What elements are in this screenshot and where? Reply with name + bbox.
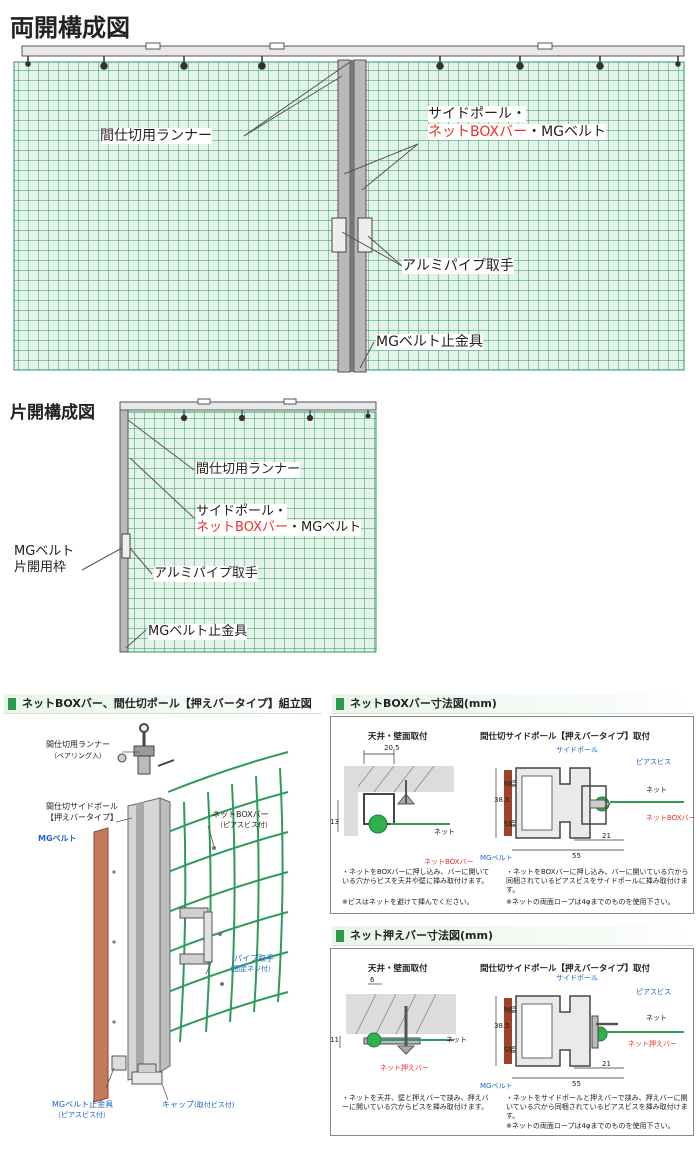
press-right-title: 間仕切サイドポール【押えバータイプ】取付 bbox=[480, 964, 651, 974]
assembly-side-pole-label: 間仕切サイドポール bbox=[46, 802, 118, 811]
netbox-dim-38-5: 38.5 bbox=[494, 796, 510, 804]
netbox-sidepole-label: サイドポール bbox=[556, 746, 598, 754]
netbox-left-title: 天井・壁面取付 bbox=[368, 732, 428, 742]
assembly-runner-sub: （ベアリング入） bbox=[50, 752, 106, 760]
mg-belt-label: ・MGベルト bbox=[527, 124, 607, 140]
assembly-netbox-label: ネットBOXバー bbox=[212, 810, 269, 819]
netbox-note-left-1: ・ネットをBOXバーに押し込み、バーに開いている穴からビスを天井や壁に挿み取付け… bbox=[342, 868, 490, 885]
single-pole-label-1: サイドポール・ bbox=[196, 504, 288, 520]
single-mg-belt-label: ・MGベルト bbox=[288, 520, 362, 535]
netbox-bar-red-label: ネットBOXバー bbox=[428, 124, 528, 140]
single-frame-label-1: MGベルト bbox=[14, 544, 75, 560]
netbox-note-right-1: ・ネットをBOXバーに押し込み、バーに開いている穴から同梱されているピアスビスを… bbox=[506, 868, 689, 894]
netbox-dim-21: 21 bbox=[602, 832, 611, 840]
netbox-right-title: 間仕切サイドポール【押えバータイプ】取付 bbox=[480, 732, 651, 742]
netbox-mgbelt-label: MGベルト bbox=[480, 854, 513, 862]
press-left-title: 天井・壁面取付 bbox=[368, 964, 428, 974]
press-pierce-label: ピアスビス bbox=[636, 988, 671, 996]
netbox-dim-13: 13 bbox=[330, 818, 339, 826]
press-n-width: N幅 bbox=[504, 1006, 517, 1014]
double-pole-label-1: サイドポール・ bbox=[428, 106, 526, 122]
press-mgbelt-label: MGベルト bbox=[480, 1082, 513, 1090]
press-dim-21: 21 bbox=[602, 1060, 611, 1068]
press-dim-6: 6 bbox=[370, 976, 375, 984]
press-note-left-1: ・ネットを天井、壁と押えバーで挟み、押えバーに開いている穴からビスを挿み取付けま… bbox=[342, 1094, 489, 1111]
assembly-illustration bbox=[93, 723, 289, 1103]
double-handle-label: アルミパイプ取手 bbox=[402, 258, 514, 274]
double-pole-label-2: ネットBOXバー・MGベルト bbox=[428, 124, 607, 140]
single-handle-label: アルミパイプ取手 bbox=[154, 566, 258, 582]
press-right-bar-label: ネット押えバー bbox=[628, 1040, 677, 1048]
netbox-dim-20-5: 20.5 bbox=[384, 744, 400, 752]
single-frame-leader bbox=[82, 547, 123, 571]
netbox-dim-heading-mark bbox=[336, 698, 344, 710]
netbox-dim-heading: ネットBOXバー寸法図(mm) bbox=[332, 694, 694, 714]
netbox-right-bar-label: ネットBOXバー bbox=[646, 814, 696, 822]
press-right-net-label: ネット bbox=[646, 1014, 667, 1022]
netbox-note-left-2: ※ビスはネットを避けて挿んでください。 bbox=[342, 898, 474, 906]
assembly-stopper-label: MGベルト止金具 bbox=[52, 1100, 114, 1109]
press-sidepole-label: サイドポール bbox=[556, 974, 598, 982]
netbox-bar-label: ネットBOXバー bbox=[424, 858, 474, 866]
assembly-side-pole-sub: 【押えバータイプ】 bbox=[46, 813, 118, 822]
assembly-heading-mark bbox=[8, 698, 16, 710]
netbox-pierce-label: ピアスビス bbox=[636, 758, 671, 766]
netbox-note-right-2: ※ネットの両面ロープは4φまでのものを使用下さい。 bbox=[506, 898, 675, 906]
single-runner-label: 間仕切用ランナー bbox=[196, 462, 301, 478]
press-s-width: S幅 bbox=[504, 1046, 516, 1054]
assembly-pipe-sub: （固定ネジ付） bbox=[226, 965, 275, 973]
press-net-label: ネット bbox=[446, 1036, 467, 1044]
double-net-diagram bbox=[13, 42, 685, 373]
press-dim-drawing bbox=[339, 983, 684, 1079]
assembly-runner-label: 間仕切用ランナー bbox=[46, 740, 110, 749]
press-dim-heading: ネット押えバー寸法図(mm) bbox=[332, 926, 694, 946]
netbox-n-width: N幅 bbox=[504, 780, 517, 788]
single-netbox-red-label: ネットBOXバー bbox=[196, 520, 288, 535]
press-bar-label: ネット押えバー bbox=[380, 1064, 429, 1072]
press-note-right-2: ※ネットの両面ロープは4φまでのものを使用下さい。 bbox=[506, 1122, 675, 1130]
assembly-netbox-sub: （ピアスビス付） bbox=[216, 821, 272, 829]
single-frame-label-2: 片開用枠 bbox=[14, 560, 67, 576]
double-runner-label: 間仕切用ランナー bbox=[100, 128, 212, 144]
press-dim-38-5: 38.5 bbox=[494, 1022, 510, 1030]
press-dim-heading-mark bbox=[336, 930, 344, 942]
netbox-right-net-label: ネット bbox=[646, 786, 667, 794]
netbox-dim-55: 55 bbox=[572, 852, 581, 860]
single-stopper-label: MGベルト止金具 bbox=[148, 624, 248, 640]
assembly-cap-sub: (取付ビス付) bbox=[194, 1101, 235, 1109]
netbox-net-label: ネット bbox=[434, 828, 455, 836]
single-title: 片開構成図 bbox=[10, 403, 95, 423]
press-dim-55: 55 bbox=[572, 1080, 581, 1088]
double-stopper-label: MGベルト止金具 bbox=[376, 334, 483, 350]
assembly-mg-belt-label: MGベルト bbox=[38, 834, 77, 843]
press-dim-11: 11 bbox=[330, 1036, 339, 1044]
double-title: 両開構成図 bbox=[10, 14, 130, 42]
assembly-cap-label: キャップ(取付ビス付) bbox=[162, 1100, 235, 1109]
press-note-right-1: ・ネットをサイドポールと押えバーで挟み、押えバーに開いている穴から同梱されている… bbox=[506, 1094, 688, 1120]
single-pole-label-2: ネットBOXバー・MGベルト bbox=[196, 520, 362, 536]
netbox-dim-drawing bbox=[337, 750, 684, 851]
assembly-stopper-sub: （ピアスビス付） bbox=[54, 1111, 110, 1119]
assembly-pipe-label: パイプ取手 bbox=[234, 954, 274, 963]
netbox-s-width: S幅 bbox=[504, 820, 516, 828]
assembly-heading: ネットBOXバー、間仕切ポール【押えバータイプ】組立図 bbox=[4, 694, 322, 714]
